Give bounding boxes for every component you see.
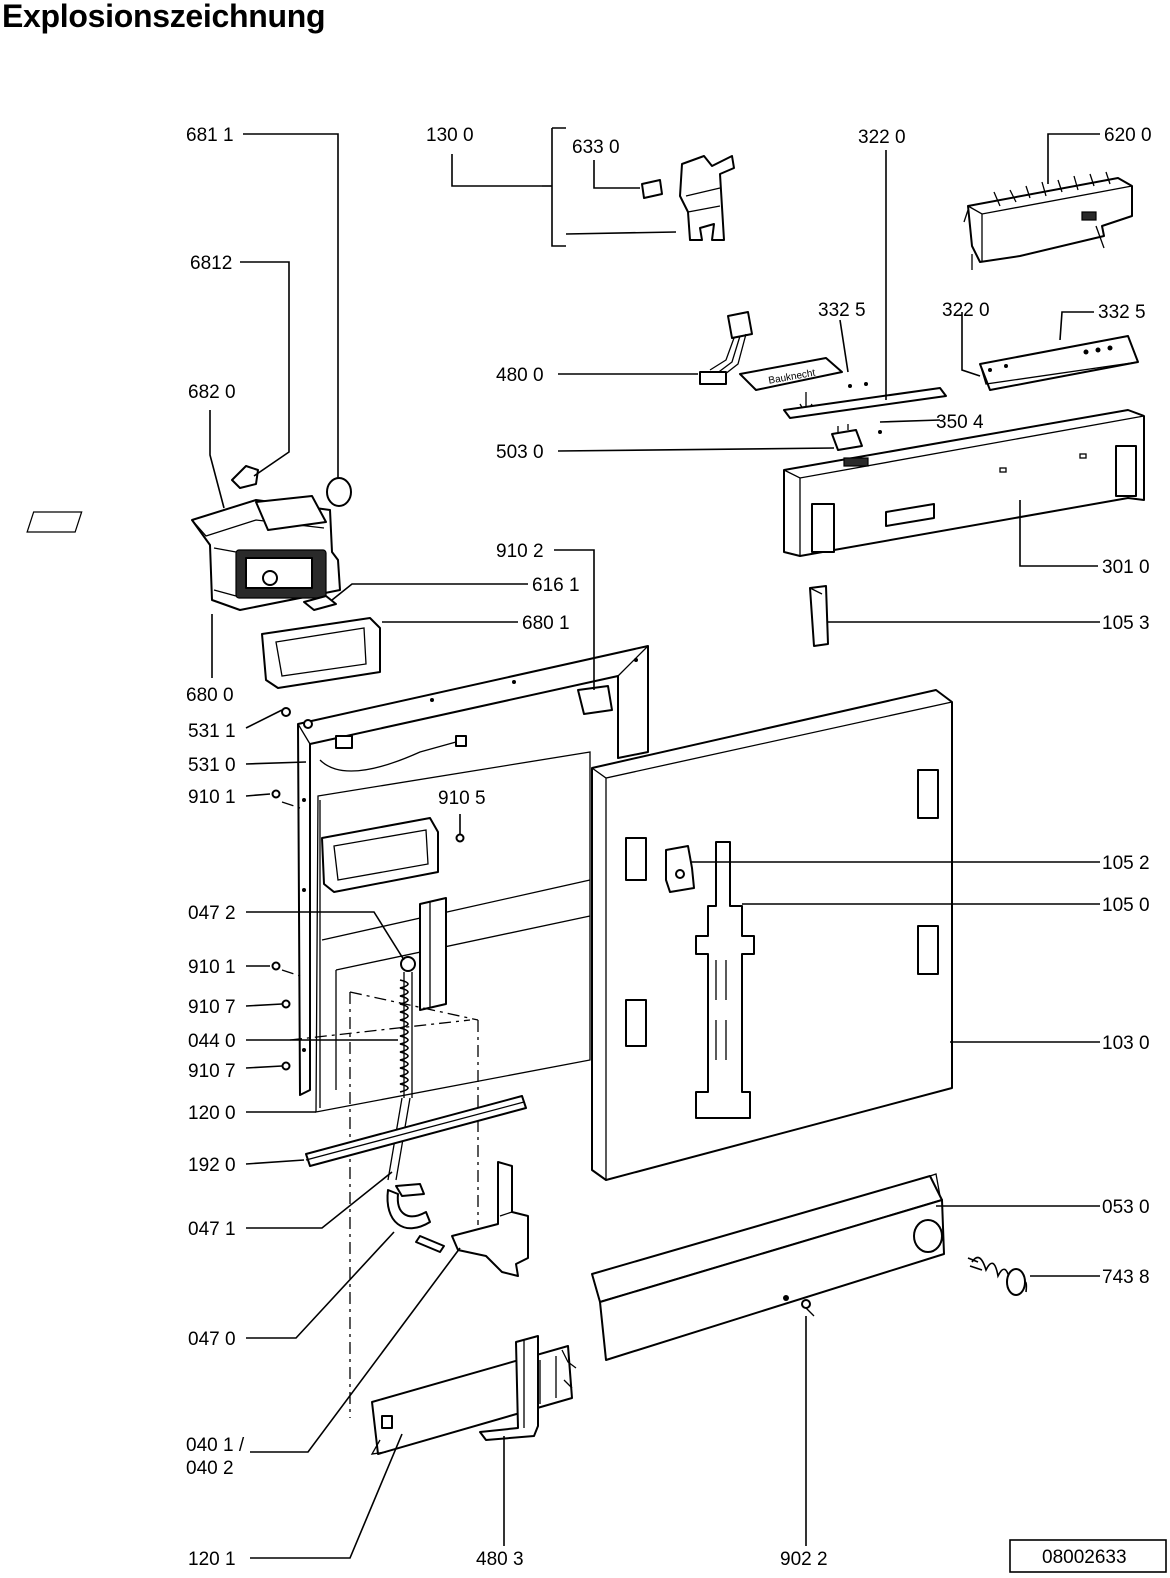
part-screw-9101a xyxy=(271,789,281,799)
label-301-0: 301 0 xyxy=(1102,557,1150,578)
label-910-7-a: 910 7 xyxy=(188,997,236,1018)
part-screw-9101b xyxy=(271,961,281,971)
label-332-5-a: 332 5 xyxy=(818,300,866,321)
label-192-0: 192 0 xyxy=(188,1155,236,1176)
doc-number: 08002633 xyxy=(1042,1547,1127,1568)
part-control-panel xyxy=(783,409,1145,557)
part-coil-spring xyxy=(967,1256,1028,1296)
label-105-2: 105 2 xyxy=(1102,853,1150,874)
part-screw-9107b xyxy=(281,1061,291,1071)
label-616-1: 616 1 xyxy=(532,575,580,596)
part-screw-9105 xyxy=(455,833,465,843)
part-screw-5310 xyxy=(303,719,313,729)
part-selector-switch xyxy=(831,424,863,451)
label-047-1: 047 1 xyxy=(188,1219,236,1240)
label-531-0: 531 0 xyxy=(188,755,236,776)
part-rail xyxy=(305,1095,527,1167)
part-z-bracket xyxy=(479,1335,539,1441)
label-6812: 6812 xyxy=(190,253,232,274)
label-910-7-b: 910 7 xyxy=(188,1061,236,1082)
part-control-module xyxy=(963,171,1133,270)
label-531-1: 531 1 xyxy=(188,721,236,742)
part-door-switch xyxy=(641,155,735,241)
part-small-latch xyxy=(303,595,337,611)
label-910-1-a: 910 1 xyxy=(188,787,236,808)
label-743-8: 743 8 xyxy=(1102,1267,1150,1288)
part-kick-plate xyxy=(591,1173,945,1361)
page-title: Explosionszeichnung xyxy=(2,0,326,34)
part-outer-door-panel xyxy=(591,689,953,1181)
label-682-0: 682 0 xyxy=(188,382,236,403)
part-detergent-dispenser xyxy=(26,495,341,611)
label-503-0: 503 0 xyxy=(496,442,544,463)
label-910-1-b: 910 1 xyxy=(188,957,236,978)
part-hinge-bracket xyxy=(451,1161,529,1277)
label-047-2: 047 2 xyxy=(188,903,236,924)
part-gasket-frame xyxy=(261,617,381,689)
label-620-0: 620 0 xyxy=(1104,125,1152,146)
label-633-0: 633 0 xyxy=(572,137,620,158)
part-lower-trim xyxy=(370,1345,577,1455)
part-screw-5311 xyxy=(281,707,291,717)
doc-number-box xyxy=(1009,1539,1167,1573)
part-inner-door-panel xyxy=(297,645,649,1113)
part-wire-harness xyxy=(699,311,753,385)
part-screw xyxy=(801,1299,815,1317)
label-910-5: 910 5 xyxy=(438,788,486,809)
label-332-5-b: 332 5 xyxy=(1098,302,1146,323)
label-105-0: 105 0 xyxy=(1102,895,1150,916)
label-040-1: 040 1 / xyxy=(186,1435,245,1456)
label-322-0-b: 322 0 xyxy=(942,300,990,321)
label-120-1: 120 1 xyxy=(188,1549,236,1570)
label-120-0: 120 0 xyxy=(188,1103,236,1124)
part-hinge-cam xyxy=(386,1183,445,1253)
part-control-strip xyxy=(979,335,1139,391)
label-480-0: 480 0 xyxy=(496,365,544,386)
label-681-1: 681 1 xyxy=(186,125,234,146)
part-screw-9107a xyxy=(281,999,291,1009)
label-103-0: 103 0 xyxy=(1102,1033,1150,1054)
part-logo-plate: Bauknecht xyxy=(739,357,947,419)
label-105-3: 105 3 xyxy=(1102,613,1150,634)
part-small-clip xyxy=(231,465,259,489)
label-053-0: 053 0 xyxy=(1102,1197,1150,1218)
label-902-2: 902 2 xyxy=(780,1549,828,1570)
label-040-2: 040 2 xyxy=(186,1458,234,1479)
label-047-0: 047 0 xyxy=(188,1329,236,1350)
label-680-1: 680 1 xyxy=(522,613,570,634)
label-130-0: 130 0 xyxy=(426,125,474,146)
label-350-4: 350 4 xyxy=(936,412,984,433)
label-680-0: 680 0 xyxy=(186,685,234,706)
part-door-spring xyxy=(387,956,416,1181)
label-910-2: 910 2 xyxy=(496,541,544,562)
part-small-bracket xyxy=(809,585,829,647)
part-round-cap xyxy=(326,477,352,507)
label-322-0-a: 322 0 xyxy=(858,127,906,148)
label-480-3: 480 3 xyxy=(476,1549,524,1570)
label-044-0: 044 0 xyxy=(188,1031,236,1052)
